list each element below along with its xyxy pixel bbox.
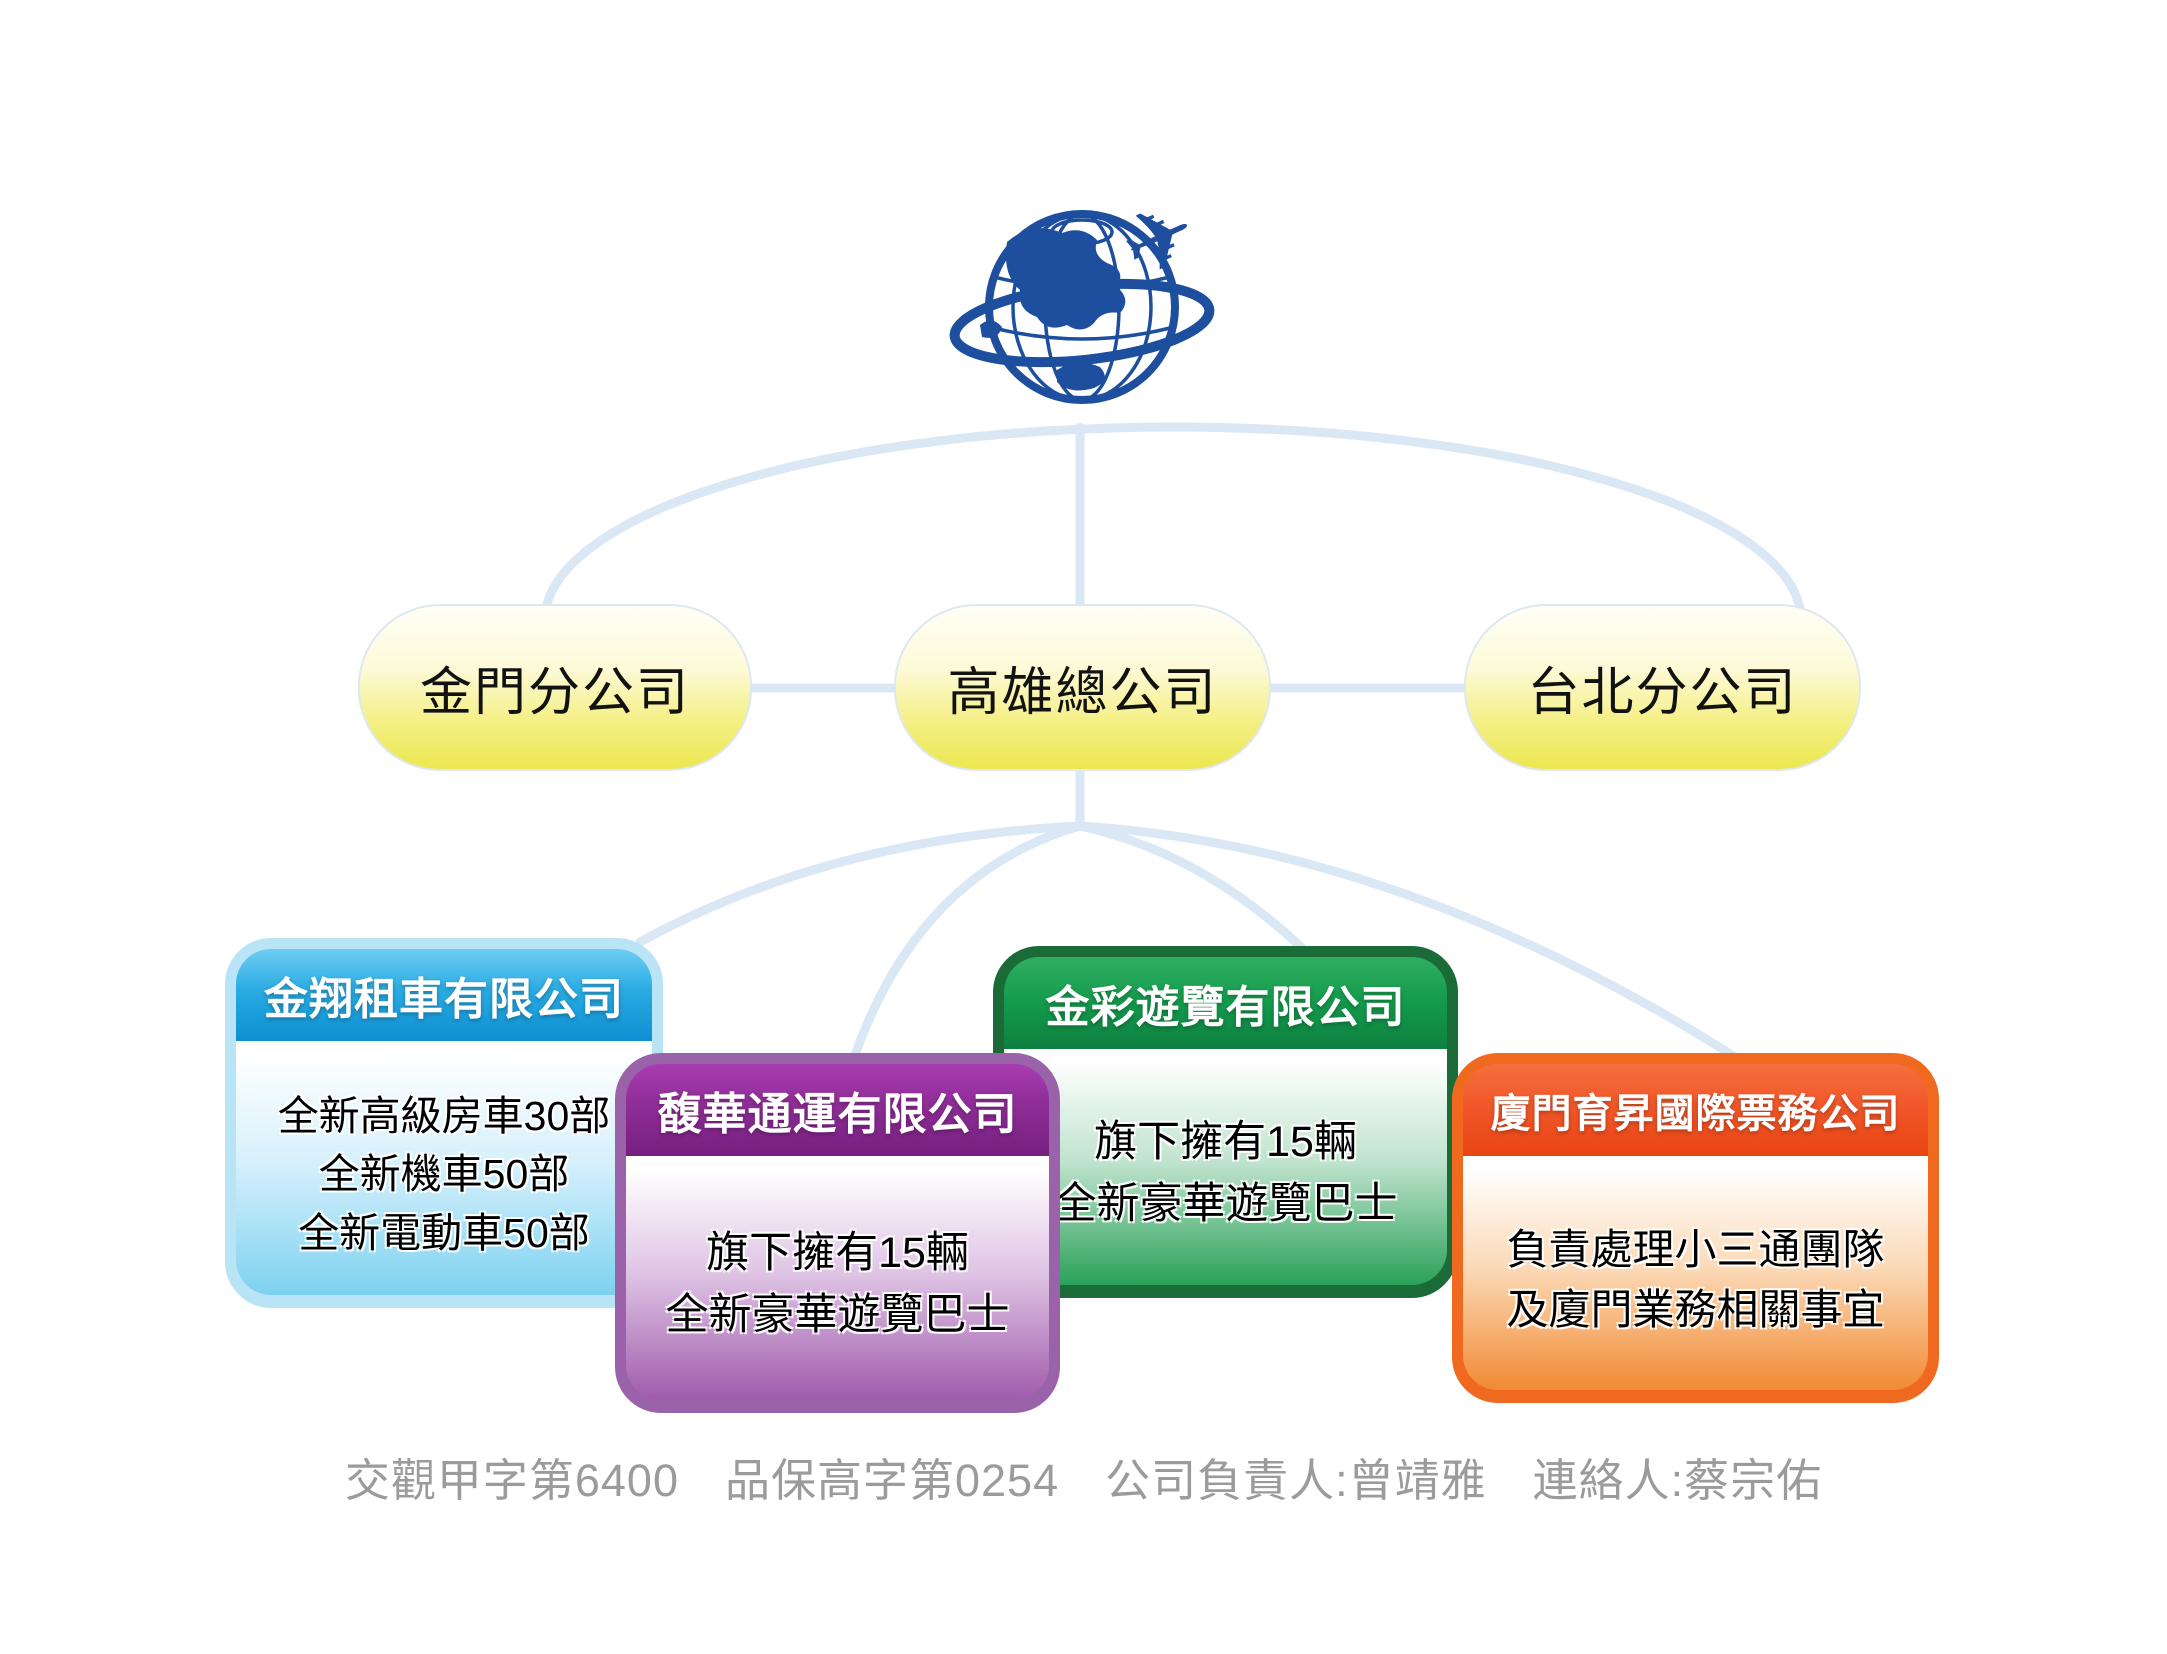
node-kaohsiung-headquarters: 高雄總公司 bbox=[894, 604, 1271, 771]
subsidiary-detail: 全新電動車50部 bbox=[298, 1209, 590, 1256]
node-taipei-branch-label: 台北分公司 bbox=[1527, 664, 1798, 722]
card-jinxiang-rental: 金翔租車有限公司 全新高級房車30部 全新機車50部 全新電動車50部 bbox=[225, 938, 663, 1308]
subsidiary-detail: 全新豪華遊覽巴士 bbox=[665, 1290, 1010, 1339]
card-jincai-tour-body: 旗下擁有15輛 全新豪華遊覽巴士 bbox=[1004, 1062, 1447, 1285]
node-taipei-branch: 台北分公司 bbox=[1464, 604, 1861, 771]
node-kinmen-branch: 金門分公司 bbox=[358, 604, 752, 771]
globe-airplane-icon: ✈ bbox=[949, 185, 1215, 404]
card-divider bbox=[236, 1041, 652, 1054]
footer-info: 交觀甲字第6400 品保高字第0254 公司負責人:曾靖雅 連絡人:蔡宗佑 bbox=[0, 1444, 2167, 1509]
subsidiary-detail: 全新機車50部 bbox=[318, 1151, 570, 1198]
subsidiary-detail: 及廈門業務相關事宜 bbox=[1506, 1285, 1885, 1333]
footer-license-tourism: 交觀甲字第6400 bbox=[344, 1455, 679, 1506]
card-jincai-tour-title: 金彩遊覽有限公司 bbox=[1004, 957, 1447, 1049]
subsidiary-detail: 旗下擁有15輛 bbox=[706, 1229, 969, 1278]
subsidiary-detail: 全新豪華遊覽巴士 bbox=[1053, 1179, 1398, 1228]
node-kinmen-branch-label: 金門分公司 bbox=[419, 664, 690, 722]
card-jincai-tour: 金彩遊覽有限公司 旗下擁有15輛 全新豪華遊覽巴士 bbox=[993, 946, 1458, 1298]
subsidiary-detail: 全新高級房車30部 bbox=[277, 1093, 611, 1140]
card-fuhua-transport-body: 旗下擁有15輛 全新豪華遊覽巴士 bbox=[626, 1169, 1049, 1400]
card-jinxiang-rental-body: 全新高級房車30部 全新機車50部 全新電動車50部 bbox=[236, 1054, 652, 1295]
card-divider bbox=[626, 1156, 1049, 1169]
branch-curve-blue bbox=[635, 821, 1085, 947]
footer-contact-person: 連絡人:蔡宗佑 bbox=[1532, 1455, 1823, 1506]
card-divider bbox=[1463, 1156, 1928, 1169]
branch-curve-purple bbox=[850, 821, 1085, 1060]
card-divider bbox=[1004, 1049, 1447, 1062]
card-fuhua-transport-title: 馥華通運有限公司 bbox=[626, 1064, 1049, 1156]
card-fuhua-transport: 馥華通運有限公司 旗下擁有15輛 全新豪華遊覽巴士 bbox=[615, 1053, 1060, 1413]
branch-curve-green bbox=[1075, 821, 1307, 953]
card-xiamen-ticketing: 廈門育昇國際票務公司 負責處理小三通團隊 及廈門業務相關事宜 bbox=[1452, 1053, 1939, 1403]
upper-arc-connector bbox=[540, 422, 1806, 625]
node-kaohsiung-headquarters-label: 高雄總公司 bbox=[947, 664, 1218, 722]
footer-responsible-person: 公司負責人:曾靖雅 bbox=[1105, 1455, 1487, 1506]
card-xiamen-ticketing-title: 廈門育昇國際票務公司 bbox=[1463, 1064, 1928, 1156]
footer-license-quality: 品保高字第0254 bbox=[724, 1455, 1060, 1506]
branch-curve-orange bbox=[1075, 821, 1737, 1060]
subsidiary-detail: 旗下擁有15輛 bbox=[1094, 1118, 1357, 1167]
card-xiamen-ticketing-body: 負責處理小三通團隊 及廈門業務相關事宜 bbox=[1463, 1169, 1928, 1390]
subsidiary-detail: 負責處理小三通團隊 bbox=[1506, 1225, 1885, 1273]
card-jinxiang-rental-title: 金翔租車有限公司 bbox=[236, 949, 652, 1041]
